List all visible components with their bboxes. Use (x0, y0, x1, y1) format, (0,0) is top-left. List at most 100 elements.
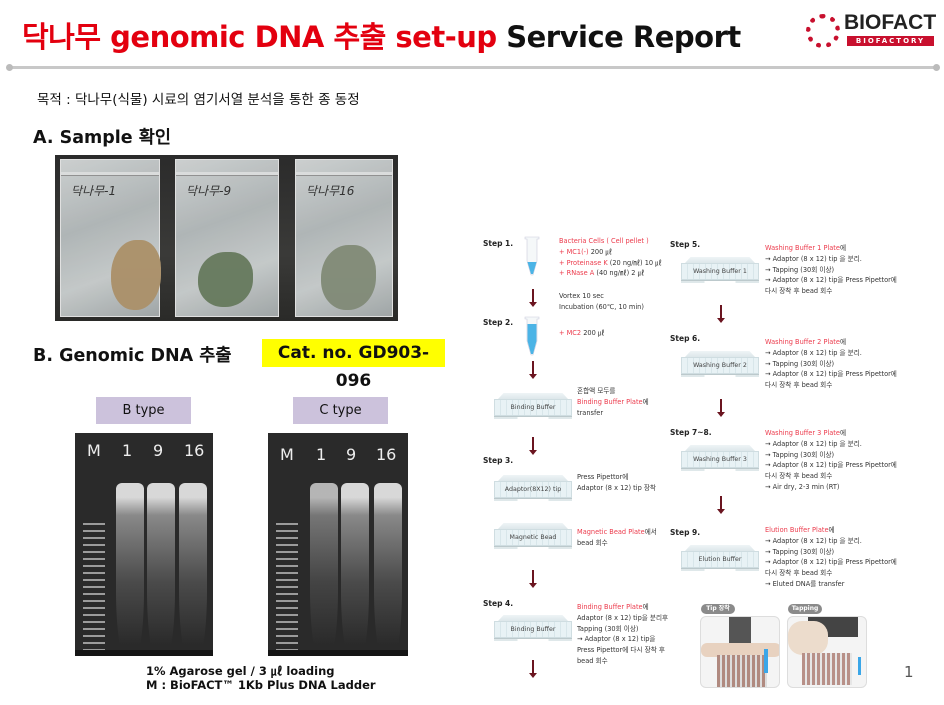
instruction-text: → Air dry, 2-3 min (RT) (765, 482, 840, 491)
step5-text: Washing Buffer 1 Plate에→ Adaptor (8 x 12… (765, 243, 897, 297)
bag-label: 닥나무-9 (186, 184, 232, 198)
step-label: Step 9. (670, 528, 701, 537)
instruction-text: → Adaptor (8 x 12) tip을 Press Pipettor에 (765, 461, 897, 470)
logo-name: BIOFACT (844, 11, 937, 34)
instruction-text: bead 회수 (577, 538, 608, 547)
arrow-down-icon (529, 660, 537, 678)
instruction-line: + MC2 200 ㎕ (559, 328, 604, 339)
caption-line: 1% Agarose gel / 3 ㎕ loading (146, 664, 335, 678)
instruction-text: → Adaptor (8 x 12) tip을 (577, 635, 656, 644)
step-label: Step 6. (670, 334, 701, 343)
instruction-text: 에서 (644, 528, 657, 536)
instruction-text: 200 ㎕ (588, 247, 613, 256)
instruction-text: → Adaptor (8 x 12) tip 을 분리. (765, 254, 862, 263)
instruction-text: Vortex 10 sec (559, 292, 604, 300)
purpose-text: 목적 : 닥나무(식물) 시료의 염기서열 분석을 통한 종 동정 (37, 92, 360, 108)
instruction-text: (40 ng/㎖) 2 ㎕ (594, 269, 645, 278)
c-type-label: C type (293, 397, 388, 424)
dna-smear (374, 483, 402, 650)
instruction-line: 다시 장착 후 bead 회수 (765, 568, 897, 579)
instruction-text: 200 ㎕ (581, 329, 605, 337)
instruction-text: 에 (642, 603, 649, 611)
sample-bag: 닥나무-1 (60, 159, 161, 317)
dna-smear (147, 483, 175, 650)
header-divider (6, 64, 940, 71)
arrow-down-icon (529, 361, 537, 379)
instruction-line: + Proteinase K (20 ng/㎖) 10 ㎕ (559, 258, 662, 269)
catalog-number: Cat. no. GD903-096 (262, 339, 445, 391)
instruction-line: → Tapping (30회 이상) (765, 265, 897, 276)
reagent-name: + MC2 (559, 329, 582, 337)
instruction-line: Washing Buffer 1 Plate에 (765, 243, 897, 254)
dna-smear (341, 483, 369, 650)
instruction-text: 에 (839, 244, 847, 252)
instruction-text: → Tapping (30회 이상) (765, 265, 835, 274)
instruction-text: 다시 장착 후 bead 회수 (765, 381, 833, 390)
lane-label: 16 (376, 445, 397, 464)
washing-buffer-3-plate: Washing Buffer 3 (681, 445, 759, 471)
step2-text: + MC2 200 ㎕ (559, 328, 604, 339)
instruction-line: 혼합액 모두를 (577, 386, 649, 397)
instruction-text: (20 ng/㎖) 10 ㎕ (607, 258, 662, 267)
arrow-down-icon (717, 305, 725, 323)
instruction-text: Tapping (30회 이상) (577, 624, 639, 633)
instruction-text: 다시 장착 후 bead 회수 (765, 472, 833, 481)
ladder-lane (276, 523, 298, 650)
tapping-photo (787, 616, 867, 688)
instruction-line: → Air dry, 2-3 min (RT) (765, 482, 897, 493)
instruction-line: → Tapping (30회 이상) (765, 547, 897, 558)
binding-buffer-plate: Binding Buffer (494, 615, 572, 641)
dna-smear (310, 483, 338, 650)
elution-buffer-plate: Elution Buffer (681, 545, 759, 571)
instruction-line: → Tapping (30회 이상) (765, 450, 897, 461)
instruction-text: → Adaptor (8 x 12) tip 을 분리. (765, 536, 862, 545)
plate-label: Binding Buffer (494, 399, 572, 416)
instruction-line: → Eluted DNA를 transfer (765, 579, 897, 590)
instruction-line: Elution Buffer Plate에 (765, 525, 897, 536)
instruction-text: 에 (839, 338, 847, 346)
ladder-lane (83, 523, 105, 650)
instruction-line: → Adaptor (8 x 12) tip 을 분리. (765, 348, 897, 359)
plate-label: Adaptor(8X12) tip (494, 481, 572, 498)
instruction-line: bead 회수 (577, 656, 668, 667)
instruction-line: Magnetic Bead Plate에서 (577, 527, 657, 538)
reagent-name: Washing Buffer 3 Plate (765, 429, 840, 437)
instruction-text: → Tapping (30회 이상) (765, 547, 835, 556)
reagent-name: Binding Buffer Plate (577, 397, 643, 406)
instruction-text: 다시 장착 후 bead 회수 (765, 287, 833, 296)
instruction-text: 에 (642, 397, 649, 406)
binding-buffer-plate: Binding Buffer (494, 393, 572, 419)
lane-label: 9 (346, 445, 357, 464)
gel-b-type: M 1 9 16 (75, 433, 213, 656)
lane-label: 1 (316, 445, 327, 464)
dna-smear (116, 483, 144, 650)
reagent-name: + MC1(-) (559, 247, 589, 256)
instruction-text: 에 (839, 429, 847, 437)
b-type-label: B type (96, 397, 191, 424)
lane-label: 1 (122, 441, 133, 460)
instruction-text: bead 회수 (577, 656, 608, 665)
plate-label: Washing Buffer 1 (681, 263, 759, 280)
step-label: Step 2. (483, 318, 514, 327)
instruction-line: Washing Buffer 3 Plate에 (765, 428, 897, 439)
instruction-text: → Adaptor (8 x 12) tip 을 분리. (765, 348, 862, 357)
instruction-text: Press Pipettor에 (577, 473, 629, 481)
title-red-part: 닥나무 genomic DNA 추출 set-up (22, 20, 497, 54)
section-b-heading: B. Genomic DNA 추출 (33, 346, 232, 366)
instruction-text: 다시 장착 후 bead 회수 (765, 569, 833, 578)
lane-label: M (87, 441, 101, 460)
arrow-down-icon (529, 570, 537, 588)
reagent-name: Binding Buffer Plate (577, 603, 643, 611)
step-label: Step 3. (483, 456, 514, 465)
instruction-text: 에 (828, 526, 835, 534)
reagent-name: Washing Buffer 1 Plate (765, 244, 840, 252)
reagent-name: Bacteria Cells ( Cell pellet ) (559, 237, 649, 245)
arrow-down-icon (529, 437, 537, 455)
arrow-down-icon (717, 399, 725, 417)
tip-mount-tag: Tip 장착 (701, 604, 735, 614)
instruction-text: Adaptor (8 x 12) tip 장착 (577, 483, 656, 492)
